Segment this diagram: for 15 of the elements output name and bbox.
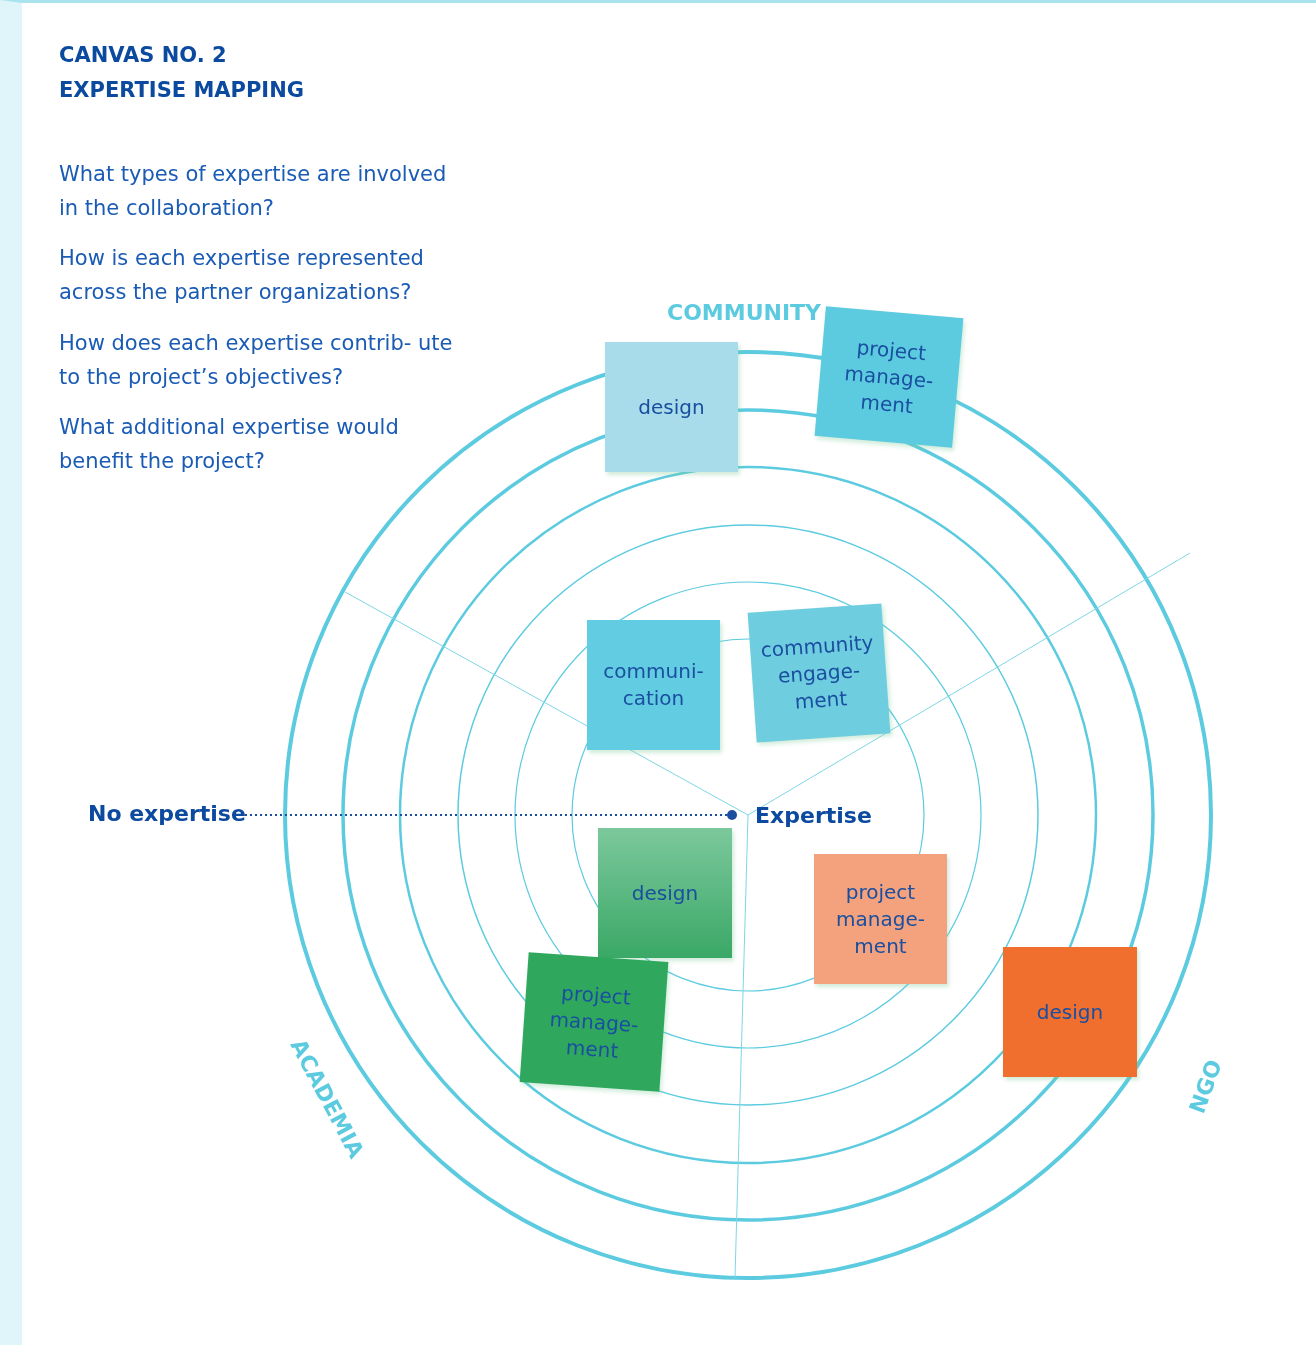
sticky-note: project manage- ment — [814, 854, 947, 984]
sticky-note: project manage- ment — [519, 952, 669, 1092]
sticky-note: design — [1003, 947, 1137, 1077]
sticky-note: design — [598, 828, 732, 958]
scale-label: Expertise — [755, 803, 872, 828]
sticky-note: community engage- ment — [747, 603, 891, 743]
question-text: What additional expertise would benefit the project? — [59, 414, 400, 475]
sticky-note: design — [605, 342, 738, 472]
scale-label: No expertise — [88, 801, 246, 826]
question-text: What types of expertise are involved in the collaboration? — [59, 161, 448, 222]
question-text: How does each expertise contrib- ute to the project’s objectives? — [59, 330, 454, 391]
sector-label: NGO — [1184, 1056, 1227, 1117]
title: CANVAS NO. 2 EXPERTISE MAPPING — [59, 42, 305, 104]
question-text: How is each expertise represented across the partner organizations? — [59, 245, 425, 306]
sticky-note: communi- cation — [587, 620, 720, 750]
